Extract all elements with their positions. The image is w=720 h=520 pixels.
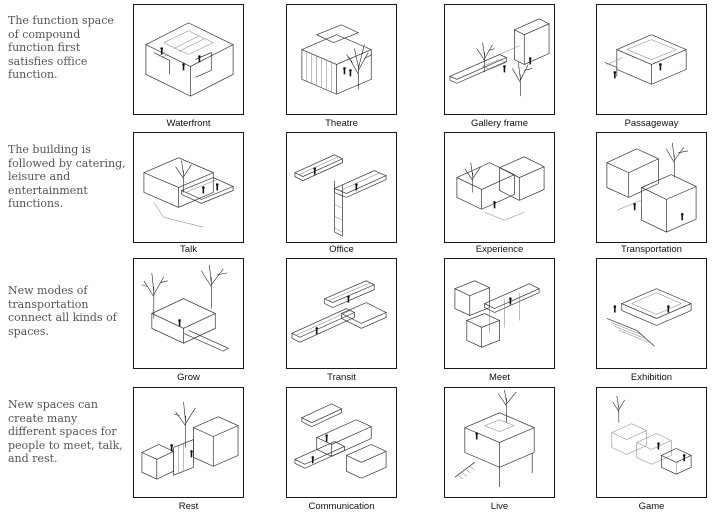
- label-transit: Transit: [327, 372, 356, 383]
- label-meet: Meet: [488, 372, 511, 383]
- diagram-live: [444, 387, 555, 498]
- row-3-description: New modes of transportation connect all …: [8, 284, 117, 338]
- diagram-passageway: [596, 4, 707, 115]
- label-exhibition: Exhibition: [630, 372, 673, 383]
- diagram-rest: [133, 387, 244, 498]
- label-game: Game: [638, 501, 665, 512]
- label-grow: Grow: [177, 372, 200, 383]
- diagram-grow: [133, 258, 244, 369]
- diagram-game: [596, 387, 707, 498]
- diagram-transportation: [596, 132, 707, 243]
- diagram-exhibition: [596, 258, 707, 369]
- diagram-office: [286, 132, 397, 243]
- diagram-theatre: [286, 4, 397, 115]
- row-1-description: The function space of compound function …: [8, 14, 114, 82]
- diagram-waterfront: [133, 4, 244, 115]
- diagram-experience: [444, 132, 555, 243]
- label-live: Live: [490, 501, 509, 512]
- label-communication: Communication: [308, 501, 375, 512]
- diagram-talk: [133, 132, 244, 243]
- diagram-gallery-frame: [444, 4, 555, 115]
- row-2-description: The building is followed by catering, le…: [8, 143, 126, 211]
- row-4-description: New spaces can create many different spa…: [8, 398, 123, 466]
- label-experience: Experience: [475, 244, 524, 255]
- label-waterfront: Waterfront: [166, 118, 211, 129]
- label-transportation: Transportation: [621, 244, 682, 255]
- label-gallery-frame: Gallery frame: [470, 118, 528, 129]
- diagram-meet: [444, 258, 555, 369]
- label-office: Office: [329, 244, 354, 255]
- label-passageway: Passageway: [624, 118, 679, 129]
- diagram-transit: [286, 258, 397, 369]
- diagram-communication: [286, 387, 397, 498]
- label-rest: Rest: [178, 501, 199, 512]
- label-talk: Talk: [180, 244, 197, 255]
- label-theatre: Theatre: [325, 118, 358, 129]
